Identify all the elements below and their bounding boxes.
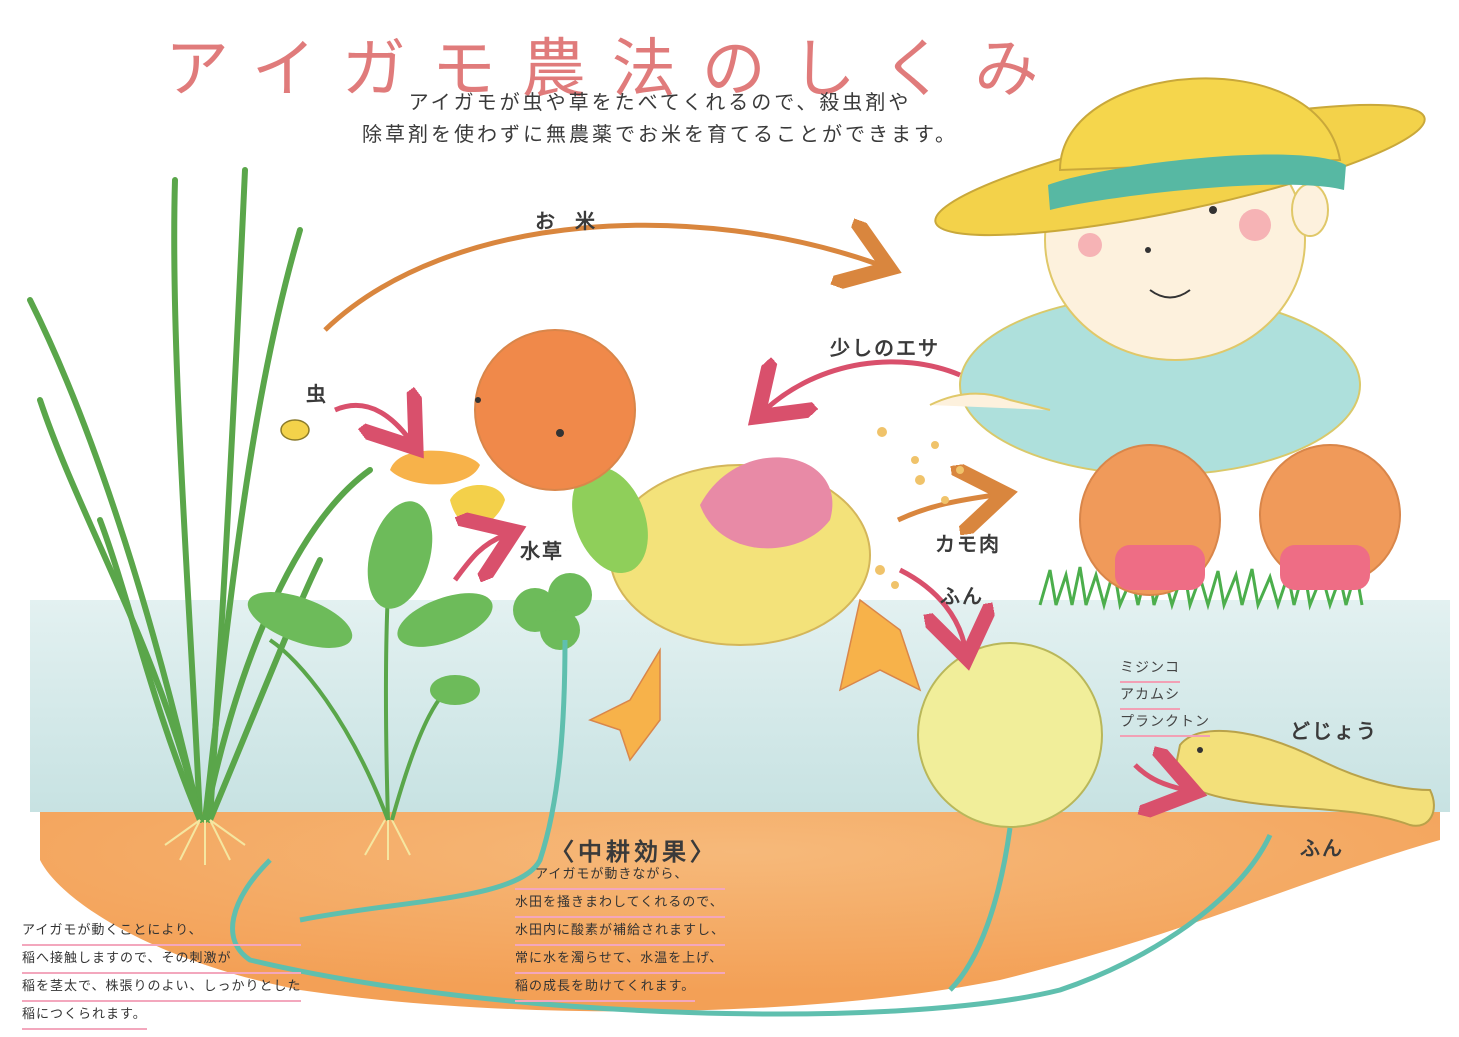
microorganism-circle [918, 643, 1102, 827]
child-illustration [927, 78, 1433, 595]
label-feed: 少しのエサ [830, 332, 940, 361]
lead-line-2: 除草剤を使わずに無農薬でお米を育てることができます。 [330, 118, 990, 150]
label-insect: 虫 [306, 378, 328, 407]
micro-item-1: ミジンコ [1120, 656, 1180, 683]
left-note: アイガモが動くことにより、 稲へ接触しますので、その刺激が 稲を茎太で、株張りの… [22, 918, 301, 1030]
label-loach: どじょう [1290, 715, 1378, 744]
label-rice: お米 [535, 205, 615, 234]
micro-list: ミジンコ アカムシ プランクトン [1120, 656, 1210, 737]
left-note-line-1: アイガモが動くことにより、 [22, 918, 301, 946]
center-note: アイガモが動きながら、 水田を掻きまわしてくれるので、 水田内に酸素が補給されま… [515, 862, 725, 1002]
label-dung-2: ふん [1300, 832, 1344, 861]
center-note-line-3: 水田内に酸素が補給されますし、 [515, 918, 725, 946]
micro-item-2: アカムシ [1120, 683, 1180, 710]
insect-arrow [335, 405, 410, 440]
center-note-line-2: 水田を掻きまわしてくれるので、 [515, 890, 725, 918]
center-note-line-4: 常に水を濁らせて、水温を上げ、 [515, 946, 725, 974]
lead-line-1: アイガモが虫や草をたべてくれるので、殺虫剤や [330, 86, 990, 118]
left-note-line-3: 稲を茎太で、株張りのよい、しっかりとした [22, 974, 301, 1002]
micro-item-3: プランクトン [1120, 710, 1210, 737]
feed-arrow [765, 362, 960, 410]
left-note-line-4: 稲につくられます。 [22, 1002, 147, 1030]
insect-on-rice [281, 420, 309, 440]
rice-arrow [325, 225, 880, 330]
center-note-line-1: アイガモが動きながら、 [515, 862, 725, 890]
label-duck-meat: カモ肉 [935, 528, 1001, 557]
feed-grains [875, 427, 964, 589]
lead-text: アイガモが虫や草をたべてくれるので、殺虫剤や 除草剤を使わずに無農薬でお米を育て… [330, 86, 990, 150]
label-dung-1: ふん [940, 580, 984, 609]
left-note-line-2: 稲へ接触しますので、その刺激が [22, 946, 301, 974]
center-note-line-5: 稲の成長を助けてくれます。 [515, 974, 695, 1002]
label-water-plant: 水草 [520, 535, 564, 564]
water-plant-arrow [455, 535, 505, 580]
